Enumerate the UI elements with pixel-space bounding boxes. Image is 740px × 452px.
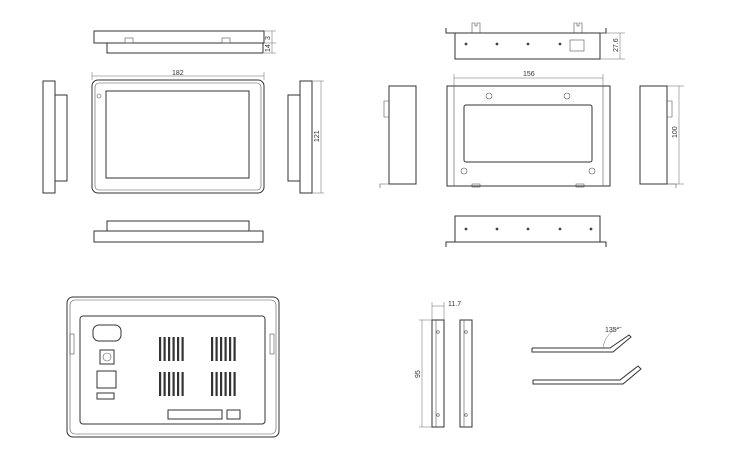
vent-slot — [211, 372, 214, 396]
front-left-side-view — [42, 80, 68, 194]
vent-slots-top-right — [211, 337, 236, 361]
bent-plate-lower — [532, 365, 642, 385]
dim-back-width: 156 — [523, 71, 535, 78]
vent-slot — [224, 337, 227, 361]
vent-slot — [163, 372, 166, 396]
vent-slot — [168, 337, 171, 361]
front-top-view — [93, 30, 276, 54]
mount-right-side-view — [639, 85, 684, 188]
vent-slot — [229, 372, 232, 396]
vent-slot — [177, 337, 180, 361]
vent-slot — [181, 372, 184, 396]
vent-slot — [229, 337, 232, 361]
vent-slots-bottom-left — [159, 372, 184, 396]
vent-slots-top-left — [159, 337, 184, 361]
vent-slot — [211, 337, 214, 361]
bracket-side-view — [459, 319, 473, 428]
dim-bend-angle: 135° — [605, 326, 620, 334]
vent-slot — [172, 337, 175, 361]
bracket-front-view — [419, 302, 445, 428]
vent-slot — [177, 372, 180, 396]
dim-front-height: 121 — [314, 130, 321, 142]
dim-front-width: 182 — [172, 70, 184, 77]
dim-bracket-height: 95 — [415, 370, 422, 378]
vent-slot — [233, 337, 236, 361]
mount-bottom-view — [445, 215, 607, 247]
mount-left-side-view — [379, 85, 417, 188]
front-right-side-view — [287, 80, 324, 194]
rear-view — [66, 296, 280, 438]
vent-slot — [224, 372, 227, 396]
dim-back-height: 100 — [672, 126, 679, 138]
bent-plate-upper — [531, 326, 632, 353]
vent-slot — [233, 372, 236, 396]
vent-slots-bottom-right — [211, 372, 236, 396]
mount-top-view — [445, 22, 625, 60]
vent-slot — [172, 372, 175, 396]
vent-slot — [215, 337, 218, 361]
vent-slot — [220, 337, 223, 361]
vent-slot — [168, 372, 171, 396]
dim-top-small-b: 14 — [265, 44, 272, 52]
front-bottom-view — [93, 220, 264, 243]
vent-slot — [220, 372, 223, 396]
vent-slot — [215, 372, 218, 396]
dim-bracket-width: 11.7 — [448, 301, 461, 308]
front-view — [91, 72, 265, 194]
mount-back-view — [446, 74, 611, 188]
vent-slot — [163, 337, 166, 361]
vent-slot — [159, 372, 162, 396]
vent-slot — [181, 337, 184, 361]
vent-slot — [159, 337, 162, 361]
dim-top-small-a: 3 — [265, 36, 272, 40]
dim-mount-height: 27.6 — [613, 38, 620, 52]
